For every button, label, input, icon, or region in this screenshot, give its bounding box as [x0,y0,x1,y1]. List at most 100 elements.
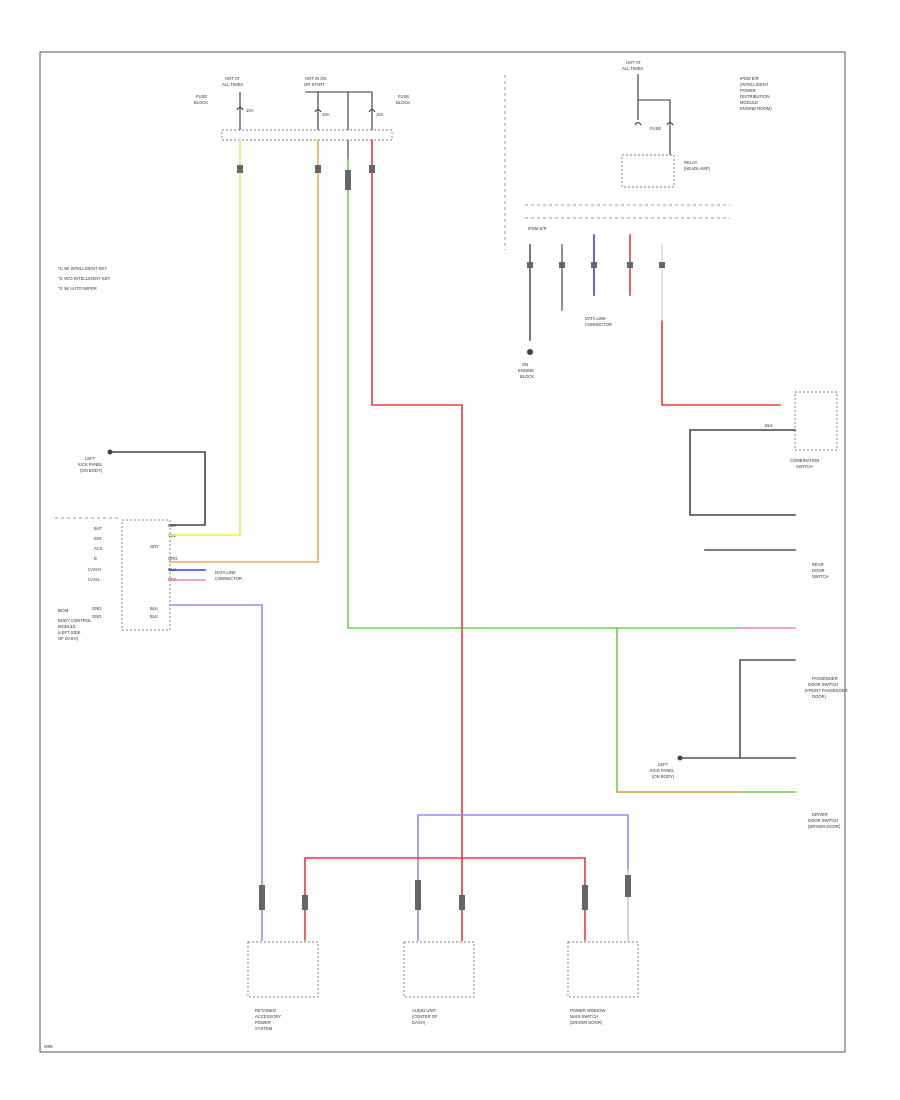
connector-ipdm-3 [591,262,597,268]
label-driver-1: DRIVER [812,812,828,817]
label-ground-left-c: (ON BODY) [80,468,103,473]
label-bcm-4: (LEFT SIDE [58,630,81,635]
bcm-pin-5: CAN-L [88,577,101,582]
label-ipdm-c: POWER [740,88,756,93]
bcm-wc-6: BLK [150,606,158,611]
bcm-wc-2: GRY [150,544,159,549]
label-hot-at-2b: ALL TIMES [622,66,643,71]
ipdm-fuse-1 [634,121,642,126]
label-ground-top-c: BLOCK [520,374,534,379]
bcm-wc-7: BLK [150,614,158,619]
label-fuse-block-1b: BLOCK [194,100,208,105]
module-retained-power [247,941,319,998]
connector-yellow [237,165,243,173]
legend-2: *2: W/O INTELLIGENT KEY [58,276,110,281]
wire-lightblue-bcm [169,604,263,941]
label-mod3-1: POWER WINDOW [570,1008,605,1013]
wire-combi-black [689,429,796,516]
label-mod2-3: DASH) [412,1020,426,1025]
label-ipdm-f: ENGINE ROOM) [740,106,772,111]
bcm-pin-1: IGN [94,536,101,541]
bcm-pin-labels: BAT IGN ACC B CAN-H CAN-L GND GND [88,526,103,619]
wire-passenger-black [739,659,796,759]
connector-m2-red [459,895,465,910]
label-gnd-right: LEFT [658,762,669,767]
legend-1: *1: W/ INTELLIGENT KEY [58,266,107,271]
label-ipdm-b: (INTELLIGENT [740,82,769,87]
label-mod2-2: (CENTER OF [412,1014,438,1019]
label-rear-door-1: REAR [812,562,824,567]
fuse-symbol-a2 [236,106,244,111]
wire-green [347,159,741,629]
label-data-link-2b: CONNECTOR [585,322,612,327]
label-driver-3: (DRIVER DOOR) [808,824,841,829]
label-ground-top-b: ENGINE [518,368,534,373]
label-switch: SWITCH [796,464,813,469]
wire-green-driver [616,627,796,793]
label-fuse-right: FUSE [650,126,661,131]
connector-ipdm-1 [527,262,533,268]
bcm-pin-4: CAN-H [88,567,101,572]
bcm-pin-0: BAT [94,526,102,531]
wire-red-bottom [304,857,586,941]
label-hot-acc-b: OR START [304,82,325,87]
module-power-window [567,941,639,998]
label-fuse-10a-c: 10A [376,112,384,117]
label-ground-left: LEFT [85,456,96,461]
label-bcm-3: MODULE [58,624,76,629]
label-fuse-10a-a: 10A [246,108,254,113]
fuse-symbol-b2 [314,108,322,113]
label-mod3-2: MAIN SWITCH [570,1014,598,1019]
connector-ipdm-2 [559,262,565,268]
label-hot-at-2: HOT AT [626,60,641,65]
diagram-border [39,51,846,1053]
combination-switch-box [794,391,838,451]
connector-orange [315,165,321,173]
label-mod2-1: AUDIO UNIT [412,1008,437,1013]
label-ground-top: ON [522,362,528,367]
connector-m3-red [582,885,588,910]
connector-m3-white [625,875,631,897]
label-rear-door-2: DOOR [812,568,825,573]
label-fuse-block-2b: BLOCK [396,100,410,105]
label-passenger-4: DOOR) [812,694,827,699]
bcm-wc-0: BLK [168,523,176,528]
label-hot-acc: HOT IN ON [305,76,327,81]
label-hot-at-1: HOT AT [225,76,240,81]
bcm-pin-6: GND [92,606,101,611]
bcm-pin-7: GND [92,614,101,619]
label-passenger-3: (FRONT PASSENGER [805,688,848,693]
bcm-pin-3: B [94,556,97,561]
label-ipdm: IPDM E/R [740,76,759,81]
label-gnd-right-b: KICK PANEL [650,768,675,773]
connector-ipdm-4 [627,262,633,268]
label-relay-b: (HEADLAMP) [684,166,710,171]
label-passenger-1: PASSENGER [812,676,838,681]
connector-m1-red [302,895,308,910]
label-driver-2: DOOR SWITCH [808,818,838,823]
label-bcm-5: OF DASH) [58,636,79,641]
module-audio-unit [403,941,475,998]
label-rear-door-3: SWITCH [812,574,829,579]
relay-box [621,154,675,188]
wire-yellow [169,139,241,536]
ipdm-fuse-2 [666,121,674,126]
label-combi: COMBINATION [790,458,819,463]
connector-m1-blue [259,885,265,910]
wire-orange [169,139,319,563]
fuse-box-top [221,129,393,141]
label-mod1-2: ACCESSORY [255,1014,281,1019]
ipdm-feed-2 [638,99,671,160]
label-ipdm-d: DISTRIBUTION [740,94,770,99]
label-fuse-block-1: FUSE [196,94,207,99]
label-hot-at-1b: ALL TIMES [222,82,243,87]
connector-ipdm-5 [659,262,665,268]
legend-3: *3: W/ AUTO WIPER [58,286,97,291]
label-ipdm-e: MODULE [740,100,758,105]
wire-ipdm-red-out [661,319,781,406]
wire-blue-audio [417,814,629,941]
wire-red-main [371,139,463,941]
ground-left-symbol [107,449,113,455]
label-ipdm-conn: IPDM E/R [528,226,547,231]
